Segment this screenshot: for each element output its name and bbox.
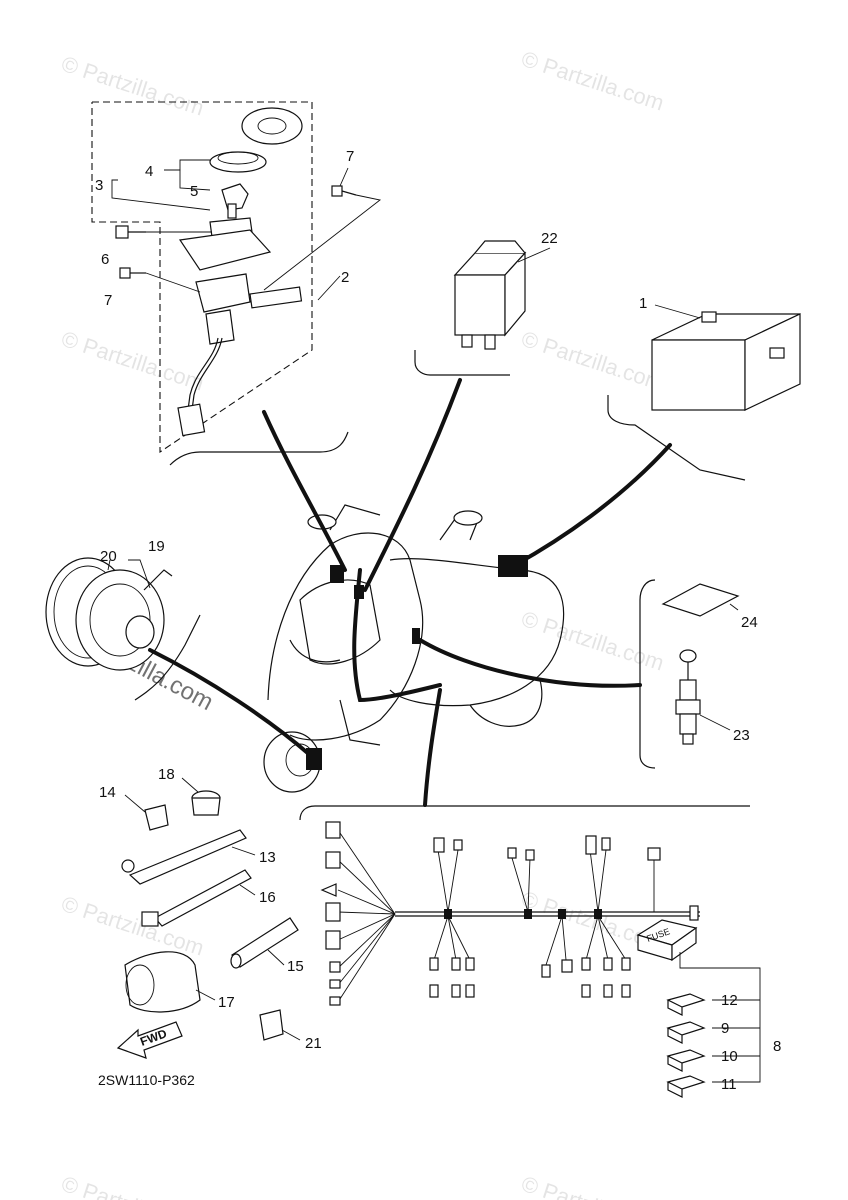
watermark: © Partzilla.com — [58, 1171, 207, 1200]
relay-22 — [453, 240, 551, 350]
callout-13: 13 — [259, 849, 276, 866]
diagram-code: 2SW1110-P362 — [98, 1072, 195, 1088]
bolt-6-icon — [115, 225, 146, 239]
clip-21 — [259, 1009, 301, 1041]
brackets — [134, 350, 750, 821]
watermark: © Partzilla.com — [518, 46, 667, 116]
callout-22: 22 — [541, 230, 558, 247]
callout-labels: 1 2 3 4 5 6 7 7 8 9 10 11 12 13 14 15 16… — [95, 148, 781, 1093]
o2-sensor-23 — [675, 649, 731, 745]
watermark: © Partzilla.com — [58, 51, 207, 121]
callout-10: 10 — [721, 1048, 738, 1065]
watermark: © Partzilla.com — [58, 326, 207, 396]
bolt-7-icon — [331, 185, 357, 197]
callout-8: 8 — [773, 1038, 781, 1055]
callout-24: 24 — [741, 614, 758, 631]
callout-14: 14 — [99, 784, 116, 801]
callout-5: 5 — [190, 183, 198, 200]
callout-18: 18 — [158, 766, 175, 783]
callout-11: 11 — [721, 1076, 737, 1093]
cover-17 — [124, 951, 216, 1013]
band-13 — [121, 829, 256, 885]
callout-23: 23 — [733, 727, 750, 744]
callout-9: 9 — [721, 1020, 729, 1037]
callout-7: 7 — [104, 292, 112, 309]
band-16 — [141, 869, 256, 927]
callout-15: 15 — [287, 958, 304, 975]
main-switch-assembly — [91, 101, 382, 454]
wire-harness: FUSE — [320, 821, 761, 1083]
watermark: © Partzilla.com — [518, 606, 667, 676]
fuses — [666, 993, 706, 1098]
callout-17: 17 — [218, 994, 235, 1011]
scooter-outline — [263, 504, 565, 793]
sheet-24 — [661, 583, 740, 617]
callout-6: 6 — [101, 251, 109, 268]
callout-20: 20 — [100, 548, 117, 565]
watermark: © Partzilla.com — [518, 1171, 667, 1200]
watermark: © Partzilla.com — [518, 326, 667, 396]
callout-4: 4 — [145, 163, 153, 180]
callout-1: 1 — [639, 295, 647, 312]
callout-16: 16 — [259, 889, 276, 906]
connector-leaders — [148, 378, 672, 807]
fwd-arrow-icon: FWD — [116, 1021, 183, 1059]
cap-18 — [181, 777, 221, 816]
battery-1 — [651, 304, 801, 411]
tube-15 — [230, 917, 299, 969]
callout-2: 2 — [341, 269, 349, 286]
callout-3: 3 — [95, 177, 103, 194]
callout-12: 12 — [721, 992, 738, 1009]
clip-14 — [124, 794, 169, 831]
horn-19-20 — [45, 557, 173, 671]
callout-21: 21 — [305, 1035, 322, 1052]
callout-19: 19 — [148, 538, 165, 555]
bolt-7-icon — [119, 267, 146, 279]
callout-7b: 7 — [346, 148, 354, 165]
